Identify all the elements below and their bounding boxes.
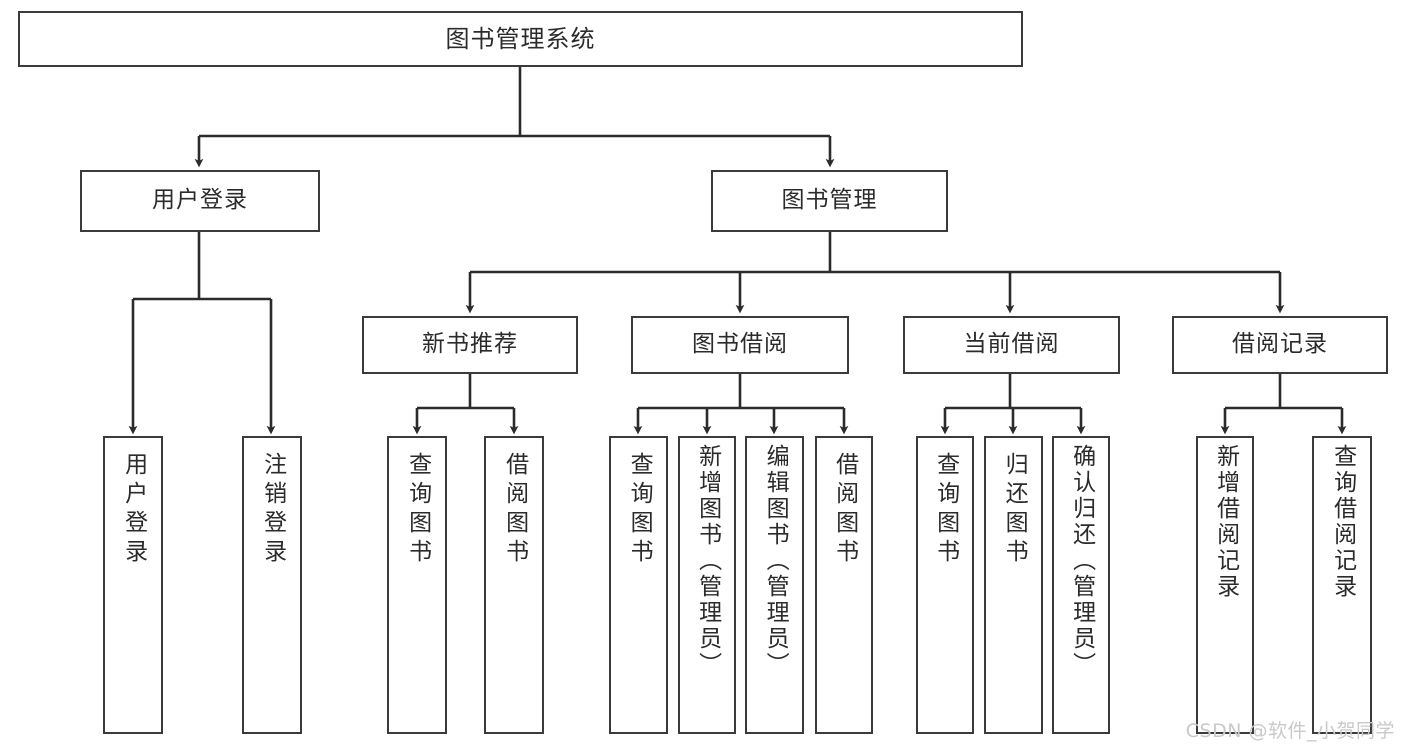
node-label: 归还图书 bbox=[1001, 452, 1028, 568]
leaf-add-book-admin[interactable]: 新增图书（管理员） bbox=[678, 436, 736, 734]
node-label: 查询图书 bbox=[626, 452, 653, 568]
node-borrowing-records[interactable]: 借阅记录 bbox=[1172, 316, 1388, 374]
node-label: 查询图书 bbox=[932, 452, 959, 568]
node-label: 借阅图书 bbox=[831, 452, 858, 568]
leaf-user-login[interactable]: 用户登录 bbox=[103, 436, 163, 734]
node-root-book-management-system[interactable]: 图书管理系统 bbox=[18, 11, 1023, 67]
leaf-borrow-book-new-book[interactable]: 借阅图书 bbox=[484, 436, 544, 734]
node-label: 注销登录 bbox=[259, 452, 286, 568]
leaf-logout[interactable]: 注销登录 bbox=[242, 436, 302, 734]
watermark: CSDN @软件_小贺同学 bbox=[1185, 720, 1395, 742]
node-new-book-recommendation[interactable]: 新书推荐 bbox=[362, 316, 578, 374]
node-book-borrowing[interactable]: 图书借阅 bbox=[631, 316, 849, 374]
node-label: 查询图书 bbox=[404, 452, 431, 568]
node-label: 编辑图书（管理员） bbox=[762, 444, 789, 678]
node-book-management[interactable]: 图书管理 bbox=[711, 170, 948, 232]
node-user-login[interactable]: 用户登录 bbox=[80, 170, 320, 232]
leaf-return-book[interactable]: 归还图书 bbox=[984, 436, 1043, 734]
node-label: 借阅图书 bbox=[501, 452, 528, 568]
leaf-query-book-new-book[interactable]: 查询图书 bbox=[387, 436, 447, 734]
leaf-borrow-book-borrowing[interactable]: 借阅图书 bbox=[815, 436, 873, 734]
node-label: 借阅记录 bbox=[1232, 331, 1328, 358]
node-label: 图书借阅 bbox=[692, 331, 788, 358]
node-label: 图书管理 bbox=[781, 187, 878, 214]
leaf-add-borrow-record[interactable]: 新增借阅记录 bbox=[1196, 436, 1254, 734]
node-label: 查询借阅记录 bbox=[1329, 444, 1356, 600]
node-current-borrowing[interactable]: 当前借阅 bbox=[903, 316, 1120, 374]
node-label: 新增借阅记录 bbox=[1212, 444, 1239, 600]
node-label: 用户登录 bbox=[120, 452, 147, 568]
node-label: 确认归还（管理员） bbox=[1068, 444, 1095, 678]
leaf-edit-book-admin[interactable]: 编辑图书（管理员） bbox=[745, 436, 804, 734]
node-label: 新书推荐 bbox=[422, 331, 518, 358]
leaf-confirm-return-admin[interactable]: 确认归还（管理员） bbox=[1052, 436, 1110, 734]
node-label: 图书管理系统 bbox=[445, 24, 596, 53]
node-label: 当前借阅 bbox=[963, 331, 1060, 358]
leaf-query-book-current[interactable]: 查询图书 bbox=[916, 436, 974, 734]
node-label: 用户登录 bbox=[152, 187, 248, 214]
leaf-query-book-borrowing[interactable]: 查询图书 bbox=[609, 436, 668, 734]
node-label: 新增图书（管理员） bbox=[694, 444, 721, 678]
leaf-query-borrow-record[interactable]: 查询借阅记录 bbox=[1312, 436, 1372, 734]
